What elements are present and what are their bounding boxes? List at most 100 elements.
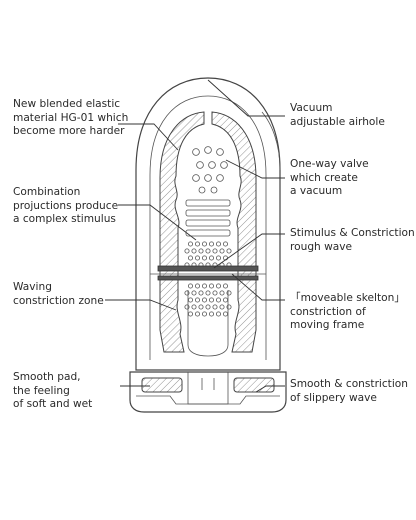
stimulus-dot [208, 241, 214, 247]
stimulus-dot [212, 248, 218, 254]
stimulus-dot [187, 241, 193, 247]
stimulus-dot [215, 311, 221, 317]
stimulus-dot [184, 290, 190, 296]
label-airhole: Vacuum adjustable airhole [290, 102, 385, 129]
stimulus-dot [208, 255, 214, 261]
stimulus-dot [205, 304, 211, 310]
stimulus-dot [201, 283, 207, 289]
label-material-line: New blended elastic [13, 98, 121, 110]
label-material-line: become more harder [13, 125, 125, 138]
stimulus-dot [215, 255, 221, 261]
stimulus-dot [219, 248, 225, 254]
label-waving-line: constriction zone [13, 294, 104, 307]
label-projuctions: Combination projuctions produce a comple… [13, 186, 118, 227]
stimulus-dot [194, 283, 200, 289]
label-skelton-line: 「moveable skelton」 [290, 292, 405, 304]
valve-dots [192, 146, 228, 194]
cap-ridge [261, 111, 281, 171]
label-slippery-line: Smooth & constriction [290, 378, 408, 390]
stimulus-dot [187, 255, 193, 261]
stimulus-dot [215, 283, 221, 289]
stimulus-dot [201, 255, 207, 261]
lower-channel [187, 290, 229, 357]
base-frame [129, 371, 287, 413]
stimulus-dot [198, 304, 204, 310]
label-smooth-pad-line: of soft and wet [13, 398, 93, 411]
stimulus-dot [184, 304, 190, 310]
base-center-cap [187, 372, 229, 405]
stimulus-dot [205, 248, 211, 254]
label-slippery-line: of slippery wave [290, 391, 377, 404]
stimulus-dot [208, 297, 214, 303]
stimulus-dots [184, 241, 232, 317]
stimulus-dot [215, 297, 221, 303]
base-pad-right [233, 377, 275, 393]
label-smooth-pad-line: the feeling [13, 384, 70, 397]
stimulus-dot [219, 290, 225, 296]
stimulus-dot [226, 248, 232, 254]
stimulus-dot [212, 290, 218, 296]
stimulus-dot [201, 297, 207, 303]
label-valve-line: which create [290, 171, 358, 184]
stimulus-dot [187, 283, 193, 289]
stimulus-dot [215, 241, 221, 247]
moveable-skelton-band [157, 265, 259, 272]
label-valve-line: a vacuum [290, 185, 343, 198]
stimulus-dot [198, 248, 204, 254]
inner-shell [149, 95, 267, 360]
stimulus-dot [226, 304, 232, 310]
label-slippery: Smooth & constriction of slippery wave [290, 378, 408, 405]
label-projuctions-line: projuctions produce [13, 199, 119, 212]
stimulus-dot [191, 304, 197, 310]
stimulus-dot [212, 304, 218, 310]
label-waving: Waving constriction zone [13, 281, 104, 308]
stimulus-dot [208, 283, 214, 289]
sleeve-right-wall [211, 111, 257, 353]
label-valve: One-way valve which create a vacuum [290, 158, 369, 199]
cup-outline [135, 77, 281, 371]
stimulus-dot [194, 311, 200, 317]
label-waving-line: Waving [13, 281, 52, 293]
stimulus-dot [222, 283, 228, 289]
stimulus-dot [194, 241, 200, 247]
label-rough-wave: Stimulus & Constriction rough wave [290, 227, 415, 254]
stimulus-dot [226, 290, 232, 296]
stimulus-dot [222, 241, 228, 247]
stimulus-dot [205, 290, 211, 296]
label-valve-line: One-way valve [290, 158, 369, 170]
stimulus-dot [194, 255, 200, 261]
stimulus-dot [194, 297, 200, 303]
label-material-line: material HG-01 which [13, 111, 129, 124]
label-smooth-pad: Smooth pad, the feeling of soft and wet [13, 371, 92, 412]
stimulus-dot [187, 311, 193, 317]
label-material: New blended elastic material HG-01 which… [13, 98, 128, 139]
stimulus-dot [222, 311, 228, 317]
base-pad-left [141, 377, 183, 393]
label-skelton-line: moving frame [290, 319, 365, 332]
stimulus-dot [187, 297, 193, 303]
stimulus-dot [184, 248, 190, 254]
rough-wave-bars [185, 199, 231, 237]
stimulus-dot [201, 241, 207, 247]
label-rough-wave-line: rough wave [290, 240, 353, 253]
label-rough-wave-line: Stimulus & Constriction [290, 227, 415, 239]
stimulus-dot [201, 311, 207, 317]
label-airhole-line: Vacuum [290, 102, 333, 114]
label-smooth-pad-line: Smooth pad, [13, 371, 81, 383]
stimulus-dot [191, 248, 197, 254]
moveable-skelton-band-2 [157, 275, 259, 281]
leader-lines [105, 79, 285, 393]
label-skelton-line: constriction of [290, 305, 366, 318]
stimulus-dot [219, 304, 225, 310]
label-projuctions-line: Combination [13, 186, 81, 198]
stimulus-dot [208, 311, 214, 317]
stimulus-dot [222, 297, 228, 303]
stimulus-dot [198, 290, 204, 296]
label-projuctions-line: a complex stimulus [13, 213, 116, 226]
sleeve-left-wall [159, 111, 205, 353]
stimulus-dot [191, 290, 197, 296]
label-airhole-line: adjustable airhole [290, 115, 385, 128]
label-skelton: 「moveable skelton」 constriction of movin… [290, 292, 405, 333]
